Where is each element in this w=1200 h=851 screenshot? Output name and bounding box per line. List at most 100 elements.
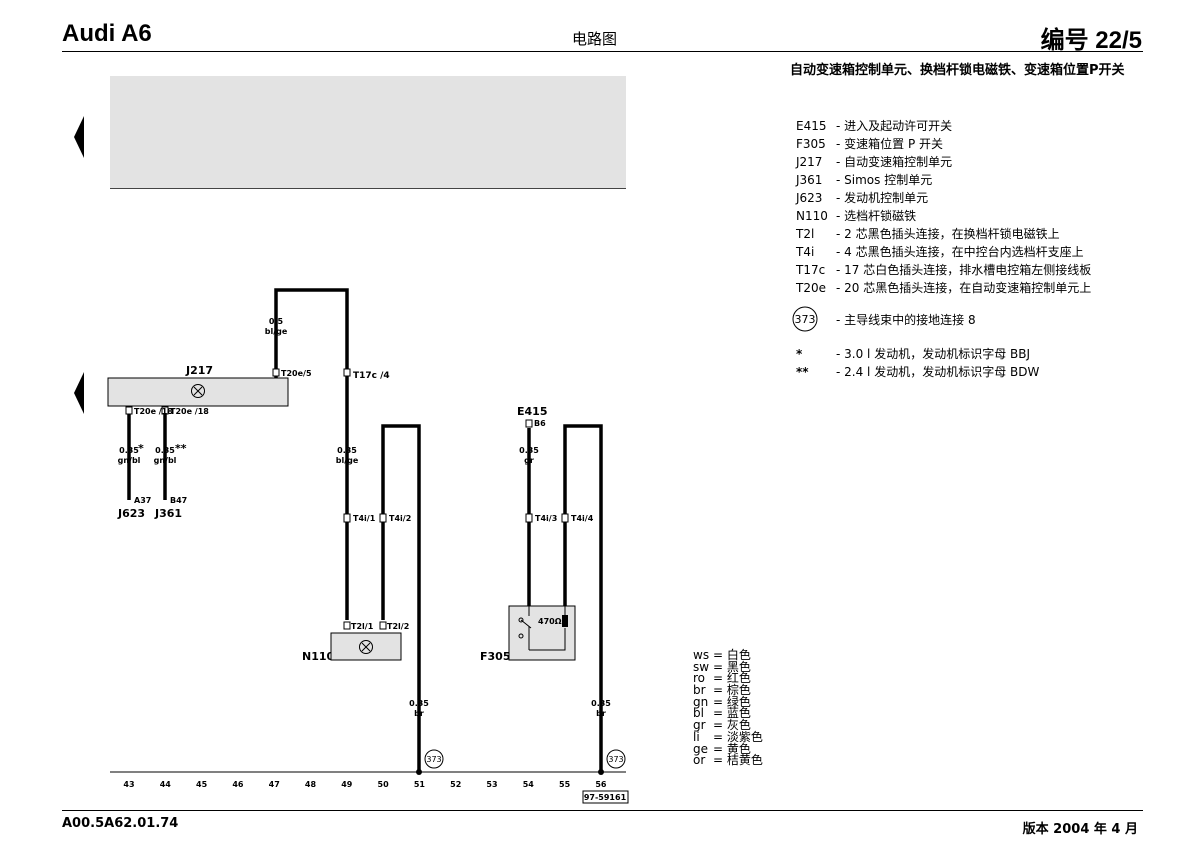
- switch-icon: [518, 606, 566, 651]
- note-mark: **: [796, 365, 809, 379]
- pin-a37: A37: [134, 496, 151, 505]
- color-abbr: li: [693, 729, 700, 744]
- pin-b6: B6: [534, 419, 546, 428]
- sheet-number: 编号 22/5: [1040, 27, 1142, 54]
- color-abbr: gr: [693, 718, 706, 733]
- legend-desc: - Simos 控制单元: [836, 173, 933, 187]
- control-unit-icon: [191, 384, 205, 398]
- w5-color: gr: [524, 456, 534, 465]
- pin-t20e18b: T20e /18: [170, 407, 209, 416]
- color-abbr: gn: [693, 694, 709, 709]
- w1-color: bl/ge: [265, 327, 288, 336]
- pin-t4i4: T4i/4: [571, 514, 594, 523]
- color-abbr: ro: [693, 671, 706, 686]
- w5-size: 0.35: [519, 446, 539, 455]
- position-number: 54: [523, 780, 535, 789]
- w6-size: 0.35: [409, 699, 429, 708]
- position-number: 52: [450, 780, 461, 789]
- w4-color: bl/ge: [336, 456, 359, 465]
- note-mark: *: [796, 347, 803, 361]
- position-number: 44: [160, 780, 172, 789]
- f305-label: F305: [480, 650, 510, 663]
- color-name: = 绿色: [713, 694, 751, 709]
- color-abbr: bl: [693, 706, 704, 721]
- footer-code: A00.5A62.01.74: [62, 816, 179, 831]
- ground-id-51: 373: [426, 755, 441, 764]
- legend-desc: - 4 芯黑色插头连接，在中控台内选档杆支座上: [836, 245, 1084, 259]
- color-name: = 棕色: [713, 683, 751, 698]
- color-name: = 白色: [713, 648, 751, 662]
- legend-code: J623: [796, 191, 823, 205]
- diagram-title: 自动变速箱控制单元、换档杆锁电磁铁、变速箱位置P开关: [790, 63, 1125, 78]
- color-code-row: ws= 白色: [693, 648, 763, 662]
- j217-box: [107, 377, 289, 407]
- legend-desc: - 发动机控制单元: [836, 191, 929, 205]
- position-number: 48: [305, 780, 317, 789]
- prev-page-arrow-2[interactable]: [74, 372, 84, 414]
- pin-t4i3: T4i/3: [535, 514, 557, 523]
- w3-color: gn/bl: [154, 456, 177, 465]
- resistor-value: 470Ω: [538, 617, 562, 626]
- top-rule: [62, 51, 1143, 52]
- n110-label: N110: [302, 650, 335, 663]
- color-name: = 桔黄色: [713, 753, 763, 768]
- pin-t17c4: T17c /4: [353, 371, 390, 381]
- ground-symbol-56: [606, 749, 626, 769]
- color-abbr: ws: [693, 648, 710, 662]
- color-name: = 黑色: [713, 659, 751, 674]
- pin-t4i1: T4i/1: [353, 514, 376, 523]
- ref-box: [582, 790, 629, 804]
- prev-page-arrow[interactable]: [74, 116, 84, 158]
- pin-b47: B47: [170, 496, 187, 505]
- omitted-area: [110, 76, 626, 189]
- legend-code: T4i: [796, 245, 815, 259]
- solenoid-icon: [359, 640, 373, 654]
- w2-size: 0.35: [119, 446, 139, 455]
- resistor-icon: [562, 615, 568, 627]
- position-number: 51: [414, 780, 426, 789]
- legend-ground-icon: [792, 306, 818, 332]
- position-number: 53: [486, 780, 497, 789]
- color-code-row: gr = 灰色: [693, 718, 763, 733]
- position-number: 47: [269, 780, 280, 789]
- color-code-row: ro = 红色: [693, 671, 763, 686]
- legend-code: T20e: [796, 281, 826, 295]
- color-code-row: or= 桔黄色: [693, 753, 763, 768]
- pin-t2l2: T2l/2: [387, 622, 409, 631]
- bottom-rule: [62, 810, 1143, 811]
- pin-t20e18a: T20e /18: [134, 407, 173, 416]
- legend-code: E415: [796, 119, 827, 133]
- color-code-row: ge= 黄色: [693, 743, 763, 756]
- w7-color: br: [596, 709, 606, 718]
- legend-desc: - 2 芯黑色插头连接，在换档杆锁电磁铁上: [836, 227, 1060, 241]
- legend-code: T2l: [796, 227, 815, 241]
- legend-desc: - 17 芯白色插头连接，排水槽电控箱左侧接线板: [836, 263, 1092, 277]
- position-number: 55: [559, 780, 571, 789]
- w2-mark: *: [138, 442, 144, 455]
- pin-t20e5: T20e/5: [281, 369, 312, 378]
- wire-j217-t17c: [274, 288, 349, 620]
- color-abbr: br: [693, 683, 706, 698]
- legend-code: N110: [796, 209, 828, 223]
- color-name: = 灰色: [713, 718, 751, 733]
- position-number: 43: [123, 780, 134, 789]
- color-code-row: gn = 绿色: [693, 694, 763, 709]
- color-code-row: bl= 蓝色: [693, 706, 763, 721]
- color-abbr: sw: [693, 659, 710, 674]
- color-code-row: sw= 黑色: [693, 659, 763, 674]
- w7-size: 0.35: [591, 699, 611, 708]
- w3-mark: **: [175, 442, 187, 455]
- legend-code: J217: [796, 155, 823, 169]
- j623-label: J623: [117, 507, 145, 520]
- footer-edition: 版本 2004 年 4 月: [1022, 822, 1138, 837]
- legend-code: J361: [796, 173, 823, 187]
- legend-code: F305: [796, 137, 826, 151]
- legend-desc: - 变速箱位置 P 开关: [836, 137, 944, 151]
- e415-label: E415: [517, 405, 547, 418]
- color-name: = 红色: [713, 671, 751, 686]
- ground-legend-desc: - 主导线束中的接地连接 8: [836, 313, 976, 327]
- w4-size: 0.35: [337, 446, 357, 455]
- pin-t4i2: T4i/2: [389, 514, 411, 523]
- ground-symbol-51: [424, 749, 444, 769]
